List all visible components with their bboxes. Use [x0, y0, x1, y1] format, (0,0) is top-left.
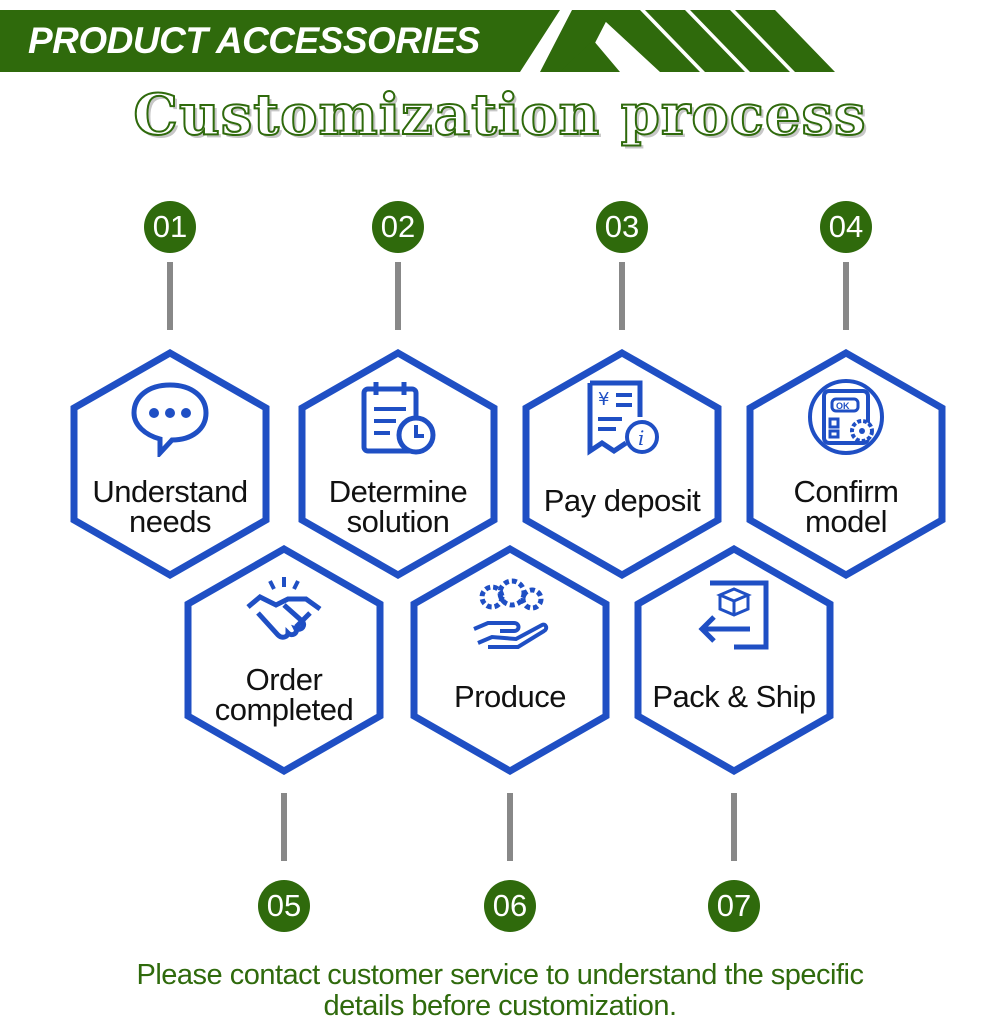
step-number-badge: 07 — [708, 880, 760, 932]
connector-line — [731, 793, 737, 861]
header-banner: PRODUCT ACCESSORIES — [0, 10, 1000, 72]
step-number-badge: 03 — [596, 201, 648, 253]
handshake-icon — [246, 577, 322, 640]
connector-line — [167, 262, 173, 330]
connector-line — [507, 793, 513, 861]
step-label: Pack & Ship — [652, 679, 816, 714]
chat-bubble-icon — [131, 382, 209, 457]
step-label: Produce — [454, 679, 566, 714]
connector-line — [395, 262, 401, 330]
footer-line-2: details before customization. — [323, 990, 677, 1022]
footer-line-1: Please contact customer service to under… — [136, 959, 865, 991]
connector-line — [619, 262, 625, 330]
svg-text:i: i — [638, 426, 644, 450]
device-settings-icon: OK — [808, 379, 884, 455]
step-hexagon: Pack & Ship — [634, 545, 834, 775]
step-number-badge: 06 — [484, 880, 536, 932]
banner-shape — [0, 10, 835, 72]
hand-gears-icon — [473, 578, 549, 649]
step-number-badge: 02 — [372, 201, 424, 253]
footer-note: Please contact customer service to under… — [0, 960, 1000, 1022]
connector-line — [281, 793, 287, 861]
step-number-badge: 05 — [258, 880, 310, 932]
step-hexagon: ¥ i Pay deposit — [522, 349, 722, 579]
box-return-icon — [698, 580, 769, 650]
step-number-badge: 04 — [820, 201, 872, 253]
banner-title: PRODUCT ACCESSORIES — [28, 20, 480, 61]
step-label: Pay deposit — [543, 483, 701, 518]
svg-text:OK: OK — [836, 401, 850, 411]
calendar-clock-icon — [361, 382, 436, 455]
step-number-badge: 01 — [144, 201, 196, 253]
page-title: Customization process — [132, 81, 867, 149]
step-hexagon: Produce — [410, 545, 610, 775]
svg-text:¥: ¥ — [598, 389, 609, 410]
connector-line — [843, 262, 849, 330]
receipt-info-icon: ¥ i — [587, 380, 659, 456]
